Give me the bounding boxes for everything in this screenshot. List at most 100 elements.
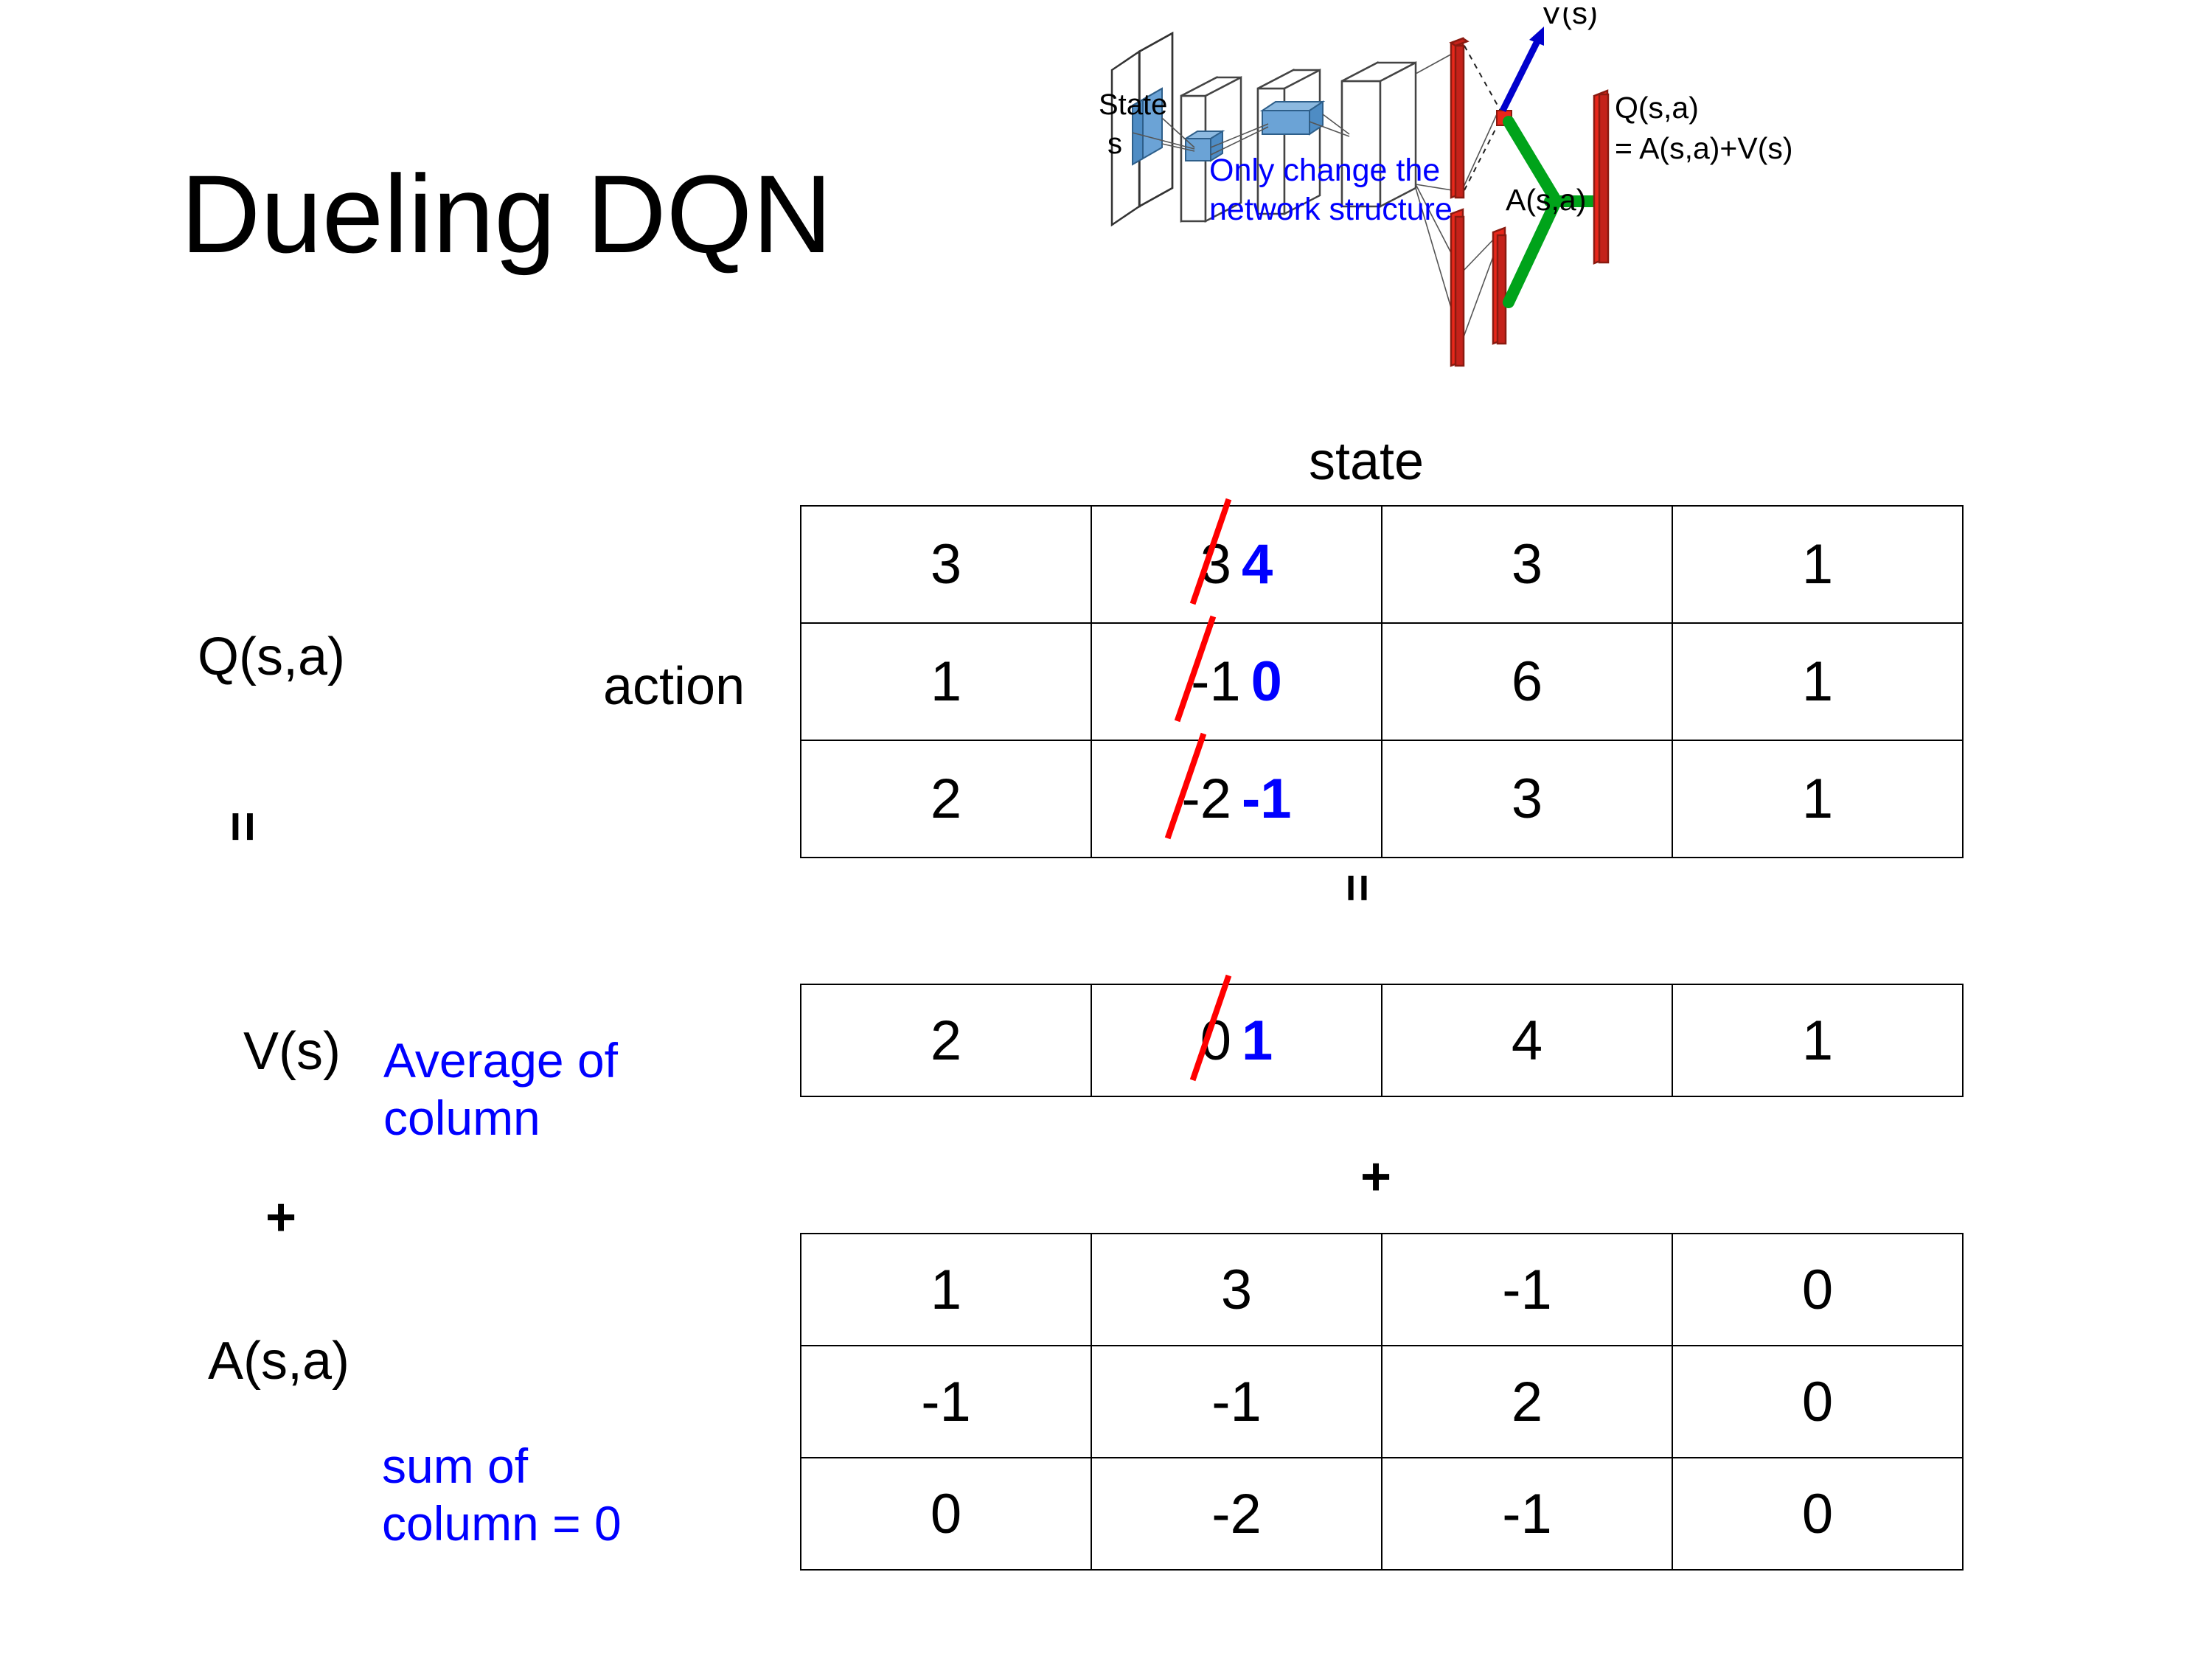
q-function-label: Q(s,a) [198, 627, 346, 686]
cell-value: 4 [1511, 1009, 1543, 1072]
page-title: Dueling DQN [181, 152, 832, 276]
diagram-note-line1: Only change the [1209, 153, 1440, 188]
table-cell: 0 [1672, 1233, 1964, 1346]
cell-value: 1 [1801, 768, 1834, 830]
sum-note-line-1: sum of [382, 1439, 529, 1493]
equals-sign-middle: = [1331, 874, 1385, 902]
diagram-asa-label: A(s,a) [1506, 183, 1586, 217]
diagram-qsa-label-1: Q(s,a) [1615, 91, 1699, 125]
old-value: 0 [1189, 974, 1231, 1081]
aggregation-green-lines [1503, 116, 1606, 308]
cell-value: -1 [1211, 1370, 1262, 1433]
cell-value: 0 [1801, 1482, 1834, 1545]
cell-value: 2 [930, 1009, 962, 1072]
table-cell: 4 [1381, 984, 1673, 1097]
table-cell: 2 [1381, 1345, 1673, 1458]
table-cell: -1 [1381, 1457, 1673, 1571]
strikethrough-mark [1189, 974, 1231, 1081]
old-value: -2 [1165, 732, 1231, 840]
advantage-out-bar-icon [1492, 226, 1507, 345]
table-cell: -1 [1381, 1233, 1673, 1346]
new-value: 4 [1242, 533, 1273, 596]
cell-value: -1 [921, 1370, 971, 1433]
cell-value: 2 [1511, 1370, 1543, 1433]
cell-value: 1 [1801, 533, 1834, 596]
table-row: 0 -2 -1 0 [800, 1457, 1964, 1571]
cell-value: 0 [1801, 1258, 1834, 1321]
average-note-line-2: column [383, 1090, 540, 1145]
table-cell: 6 [1381, 622, 1673, 741]
v-function-label: V(s) [243, 1022, 341, 1081]
action-axis-label: action [603, 657, 745, 716]
state-axis-label: state [1309, 432, 1425, 491]
conv-block-3-icon [1340, 60, 1417, 209]
table-row: -1 -1 2 0 [800, 1345, 1964, 1458]
new-value: 0 [1251, 650, 1282, 713]
new-value: -1 [1242, 768, 1292, 830]
sum-note-line-2: column = 0 [382, 1495, 622, 1551]
table-cell: 0 [1672, 1345, 1964, 1458]
table-cell: 1 [1672, 984, 1964, 1097]
new-value: 1 [1242, 1009, 1273, 1072]
table-row: 2 -2-1 3 1 [800, 732, 1964, 858]
diagram-state-label-1: State [1099, 88, 1167, 121]
diagram-qsa-label-2: = A(s,a)+V(s) [1615, 131, 1793, 165]
cell-value: -2 [1211, 1482, 1262, 1545]
sum-of-column-note: sum of column = 0 [382, 1438, 622, 1553]
table-cell: -2 [1091, 1457, 1382, 1571]
table-cell: -2-1 [1091, 732, 1382, 858]
table-cell: 0 [1672, 1457, 1964, 1571]
table-cell: 1 [1672, 740, 1964, 858]
table-cell: -1 [800, 1345, 1092, 1458]
conv-kernel-3-icon [1259, 100, 1326, 136]
table-cell: 1 [800, 1233, 1092, 1346]
value-arrow-icon [1499, 27, 1544, 113]
table-cell: 3 [800, 505, 1092, 624]
cell-value: 3 [1511, 533, 1543, 596]
diagram-vs-label: V(s) [1541, 7, 1598, 30]
table-cell: 3 [1381, 740, 1673, 858]
table-cell: 0 [800, 1457, 1092, 1571]
cell-value: 1 [930, 650, 962, 713]
conv-kernel-1-icon [1132, 87, 1163, 166]
equals-sign-left: = [213, 811, 272, 843]
value-stream-lines [1464, 45, 1501, 191]
value-fc-bar-icon [1449, 37, 1470, 199]
old-value: -1 [1174, 615, 1241, 723]
table-cell: -1 [1091, 1345, 1382, 1458]
table-cell: 2 [800, 984, 1092, 1097]
diagram-note-line2: network structure [1209, 192, 1453, 227]
cell-value: 2 [930, 768, 962, 830]
table-cell: 1 [1672, 505, 1964, 624]
strikethrough-mark [1189, 498, 1231, 605]
a-function-label: A(s,a) [208, 1332, 350, 1391]
old-value: 3 [1189, 498, 1231, 605]
cell-value: 3 [930, 533, 962, 596]
edited-cell: -2-1 [1165, 732, 1292, 840]
average-of-column-note: Average of column [383, 1032, 618, 1147]
advantage-fc-bar-icon [1450, 208, 1465, 367]
cell-value: 1 [930, 1258, 962, 1321]
table-cell: 1 [800, 622, 1092, 741]
cell-value: -1 [1502, 1258, 1552, 1321]
table-cell: 3 [1381, 505, 1673, 624]
table-cell: 2 [800, 740, 1092, 858]
q-output-bar-icon [1593, 89, 1610, 265]
strikethrough-mark [1174, 615, 1217, 723]
cell-value: 1 [1801, 1009, 1834, 1072]
table-cell: 1 [1672, 622, 1964, 741]
plus-sign-middle: + [1360, 1147, 1392, 1206]
